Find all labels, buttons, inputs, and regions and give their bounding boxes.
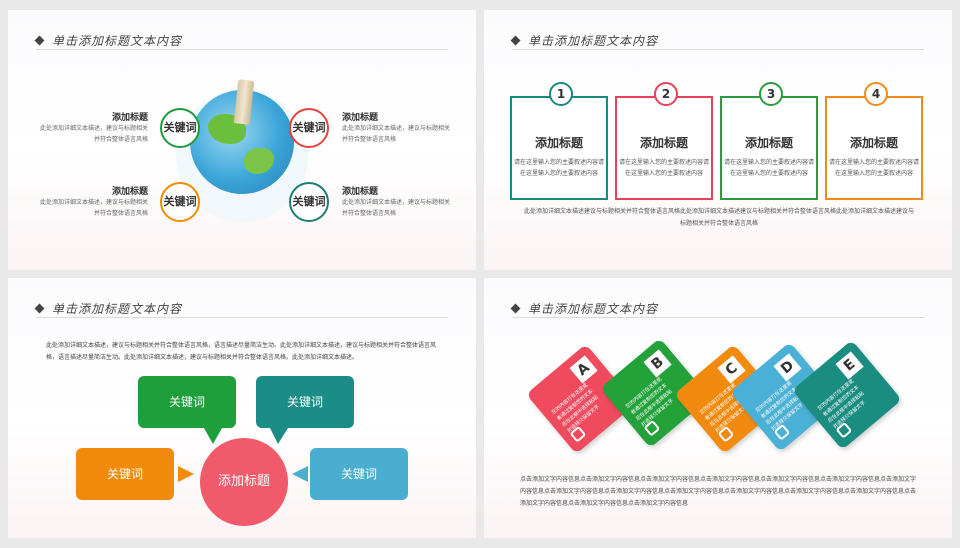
header-divider bbox=[512, 317, 924, 318]
step-card-2: 2 添加标题 请在这里输入您的主要叙述内容请在这里输入您的主要叙述内容 bbox=[615, 82, 713, 200]
tile-letter: B bbox=[643, 349, 672, 378]
diamond-icon bbox=[510, 303, 521, 314]
text-block-bottom-right: 添加标题 此处添加详细文本描述，建议与标题相关并符合整体语言风格 bbox=[342, 187, 451, 217]
slide-1[interactable]: 单击添加标题文本内容 添加标题 此处添加详细文本描述，建议与标题相关并符合整体语… bbox=[8, 10, 476, 270]
keyword-box: 关键词 bbox=[256, 376, 354, 428]
slide-description: 此处添加详细文本描述，建议与标题相关并符合整体语言风格，语言描述尽量简洁生动。此… bbox=[46, 342, 437, 361]
keyword-circle: 关键词 bbox=[289, 108, 329, 148]
step-card-3: 3 添加标题 请在这里输入您的主要叙述内容请在这里输入您的主要叙述内容 bbox=[720, 82, 818, 200]
step-card-4: 4 添加标题 请在这里输入您的主要叙述内容请在这里输入您的主要叙述内容 bbox=[825, 82, 923, 200]
arrow-icon bbox=[204, 428, 222, 444]
arrow-icon bbox=[292, 466, 308, 482]
center-title-circle: 添加标题 bbox=[200, 438, 288, 526]
header-divider bbox=[36, 317, 448, 318]
slide-header: 单击添加标题文本内容 bbox=[34, 32, 182, 49]
arrow-icon bbox=[178, 466, 194, 482]
step-number: 4 bbox=[864, 82, 888, 106]
slide-header: 单击添加标题文本内容 bbox=[510, 32, 658, 49]
option-tile-e: E 您的内容打在这里或者通过复制您的文本后在此框中选择粘贴并选择只保留文字 bbox=[792, 340, 902, 450]
slide-header: 单击添加标题文本内容 bbox=[34, 300, 182, 317]
step-card-1: 1 添加标题 请在这里输入您的主要叙述内容请在这里输入您的主要叙述内容 bbox=[510, 82, 608, 200]
slide-4[interactable]: 单击添加标题文本内容 A 您的内容打在这里或者通过复制您的文本后在此框中选择粘贴… bbox=[484, 278, 952, 538]
header-divider bbox=[36, 49, 448, 50]
diamond-icon bbox=[34, 35, 45, 46]
tile-letter: A bbox=[569, 355, 598, 384]
slide-2[interactable]: 单击添加标题文本内容 1 添加标题 请在这里输入您的主要叙述内容请在这里输入您的… bbox=[484, 10, 952, 270]
keyword-box: 关键词 bbox=[76, 448, 174, 500]
keyword-circle: 关键词 bbox=[289, 182, 329, 222]
text-block-bottom-left: 添加标题 此处添加详细文本描述，建议与标题相关并符合整体语言风格 bbox=[39, 187, 148, 217]
slide-header: 单击添加标题文本内容 bbox=[510, 300, 658, 317]
arrow-icon bbox=[270, 428, 288, 444]
tile-letter: E bbox=[835, 351, 864, 380]
slide-description: 点击添加文字内容信息点击添加文字内容信息点击添加文字内容信息点击添加文字内容信息… bbox=[520, 476, 917, 507]
step-number: 1 bbox=[549, 82, 573, 106]
tile-letter: D bbox=[773, 353, 802, 382]
tile-letter: C bbox=[717, 355, 746, 384]
keyword-circle: 关键词 bbox=[160, 108, 200, 148]
header-divider bbox=[512, 49, 924, 50]
keyword-box: 关键词 bbox=[310, 448, 408, 500]
diamond-icon bbox=[510, 35, 521, 46]
step-number: 2 bbox=[654, 82, 678, 106]
slide-3[interactable]: 单击添加标题文本内容 此处添加详细文本描述，建议与标题相关并符合整体语言风格，语… bbox=[8, 278, 476, 538]
step-number: 3 bbox=[759, 82, 783, 106]
text-block-top-left: 添加标题 此处添加详细文本描述，建议与标题相关并符合整体语言风格 bbox=[39, 113, 148, 143]
text-block-top-right: 添加标题 此处添加详细文本描述，建议与标题相关并符合整体语言风格 bbox=[342, 113, 451, 143]
keyword-box: 关键词 bbox=[138, 376, 236, 428]
keyword-circle: 关键词 bbox=[160, 182, 200, 222]
slide-description: 此处添加详细文本描述建议与标题相关并符合整体语言风格此处添加详细文本描述建议与标… bbox=[524, 208, 915, 227]
connector-arrows bbox=[178, 428, 308, 482]
